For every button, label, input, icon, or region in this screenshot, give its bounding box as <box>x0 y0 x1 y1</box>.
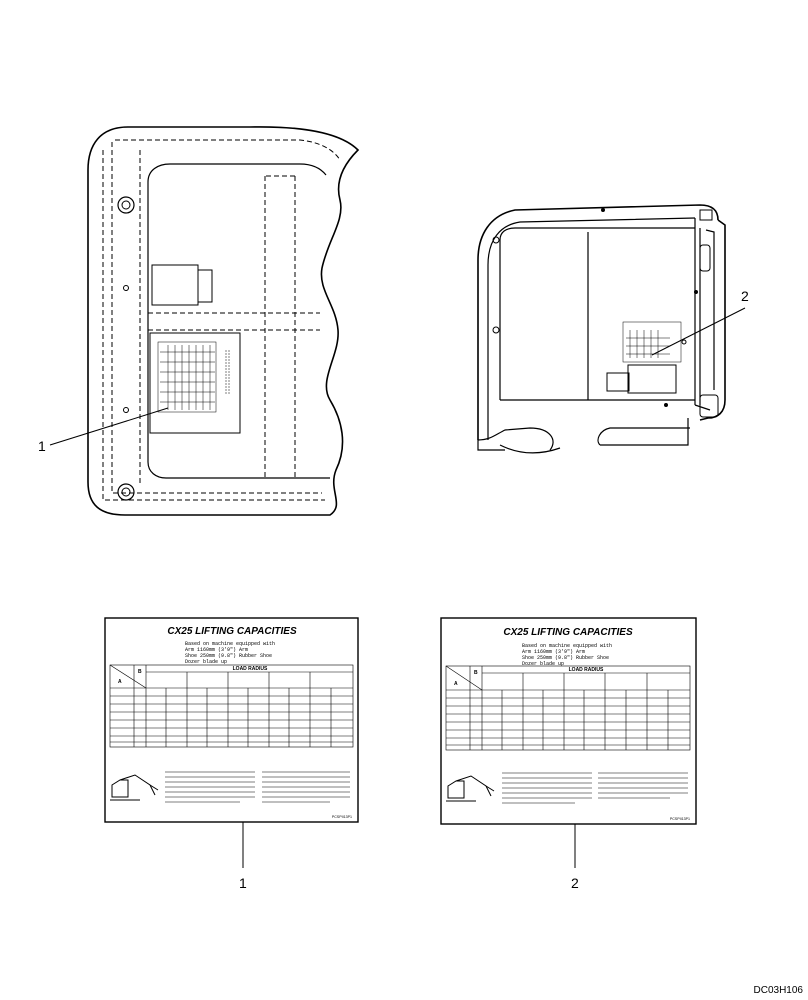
decal-1-line-4: Dozer blade up <box>185 659 227 665</box>
decal-2-load-radius-header: LOAD RADIUS <box>569 667 604 673</box>
callout-2-top: 2 <box>741 288 749 304</box>
decal-1-col-a: A <box>118 679 122 685</box>
decal-2-col-a: A <box>454 681 458 687</box>
decal-1-col-b: B <box>138 669 142 675</box>
leader-line-2-top <box>651 307 746 356</box>
decal-2-line-3: Shoe 250mm (9.8") Rubber Shoe <box>522 655 609 661</box>
decal-2-line-2: Arm 1160mm (3'9") Arm <box>522 649 585 655</box>
decal-1-notes <box>165 771 350 803</box>
cab-panel-left-view <box>87 126 360 516</box>
decal-1-line-3: Shoe 250mm (9.8") Rubber Shoe <box>185 653 272 659</box>
decal-2-load-table <box>445 665 691 751</box>
leader-line-1-top <box>49 407 169 446</box>
excavator-icon-2 <box>446 775 495 802</box>
callout-1-bottom: 1 <box>239 875 247 891</box>
decal-1-load-table <box>109 664 354 748</box>
decal-2: CX25 LIFTING CAPACITIES Based on machine… <box>440 617 697 825</box>
decal-1-title: CX25 LIFTING CAPACITIES <box>167 626 297 637</box>
decal-1-line-1: Based on machine equipped with <box>185 641 275 647</box>
decal-1-code: PCSPII13P1 <box>332 815 352 819</box>
callout-1-top: 1 <box>38 438 46 454</box>
drawing-code: DC03H106 <box>754 985 804 996</box>
decal-2-line-4: Dozer blade up <box>522 661 564 667</box>
cab-exterior-right-view <box>477 204 726 454</box>
callout-2-bottom: 2 <box>571 875 579 891</box>
decal-2-line-1: Based on machine equipped with <box>522 643 612 649</box>
decal-2-col-b: B <box>474 670 478 676</box>
decal-1-line-2: Arm 1160mm (3'9") Arm <box>185 647 248 653</box>
decal-1-load-radius-header: LOAD RADIUS <box>233 666 268 672</box>
decal-1: CX25 LIFTING CAPACITIES Based on machine… <box>104 617 359 823</box>
decal-2-notes <box>502 772 688 804</box>
decal-2-title: CX25 LIFTING CAPACITIES <box>503 627 633 638</box>
decal-2-code: PCSPII13P1 <box>670 817 690 821</box>
excavator-icon <box>110 774 159 801</box>
